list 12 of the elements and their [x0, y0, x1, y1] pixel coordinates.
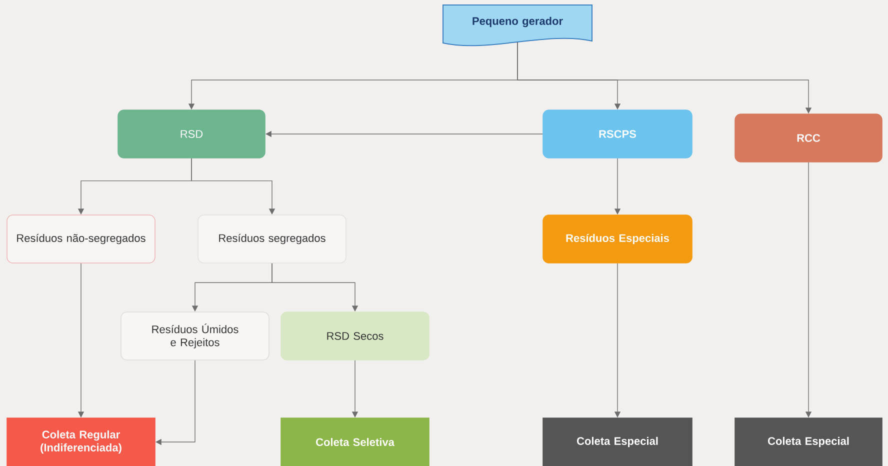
category-box: RSD — [118, 110, 266, 158]
category-box: RSCPS — [542, 110, 692, 158]
process-box: Resíduos não-segregados — [6, 214, 156, 264]
process-box: Resíduos Úmidos e Rejeitos — [120, 312, 270, 360]
process-box: RSD Secos — [280, 312, 430, 360]
collection-box: Coleta Especial — [542, 418, 692, 466]
collection-box: Coleta Seletiva — [280, 418, 430, 466]
category-box: RCC — [734, 114, 882, 162]
collection-box: Coleta Regular (Indiferenciada) — [6, 418, 156, 466]
process-box: Resíduos segregados — [198, 214, 346, 264]
collection-box: Coleta Especial — [734, 418, 882, 466]
process-box: Resíduos Especiais — [542, 214, 692, 264]
